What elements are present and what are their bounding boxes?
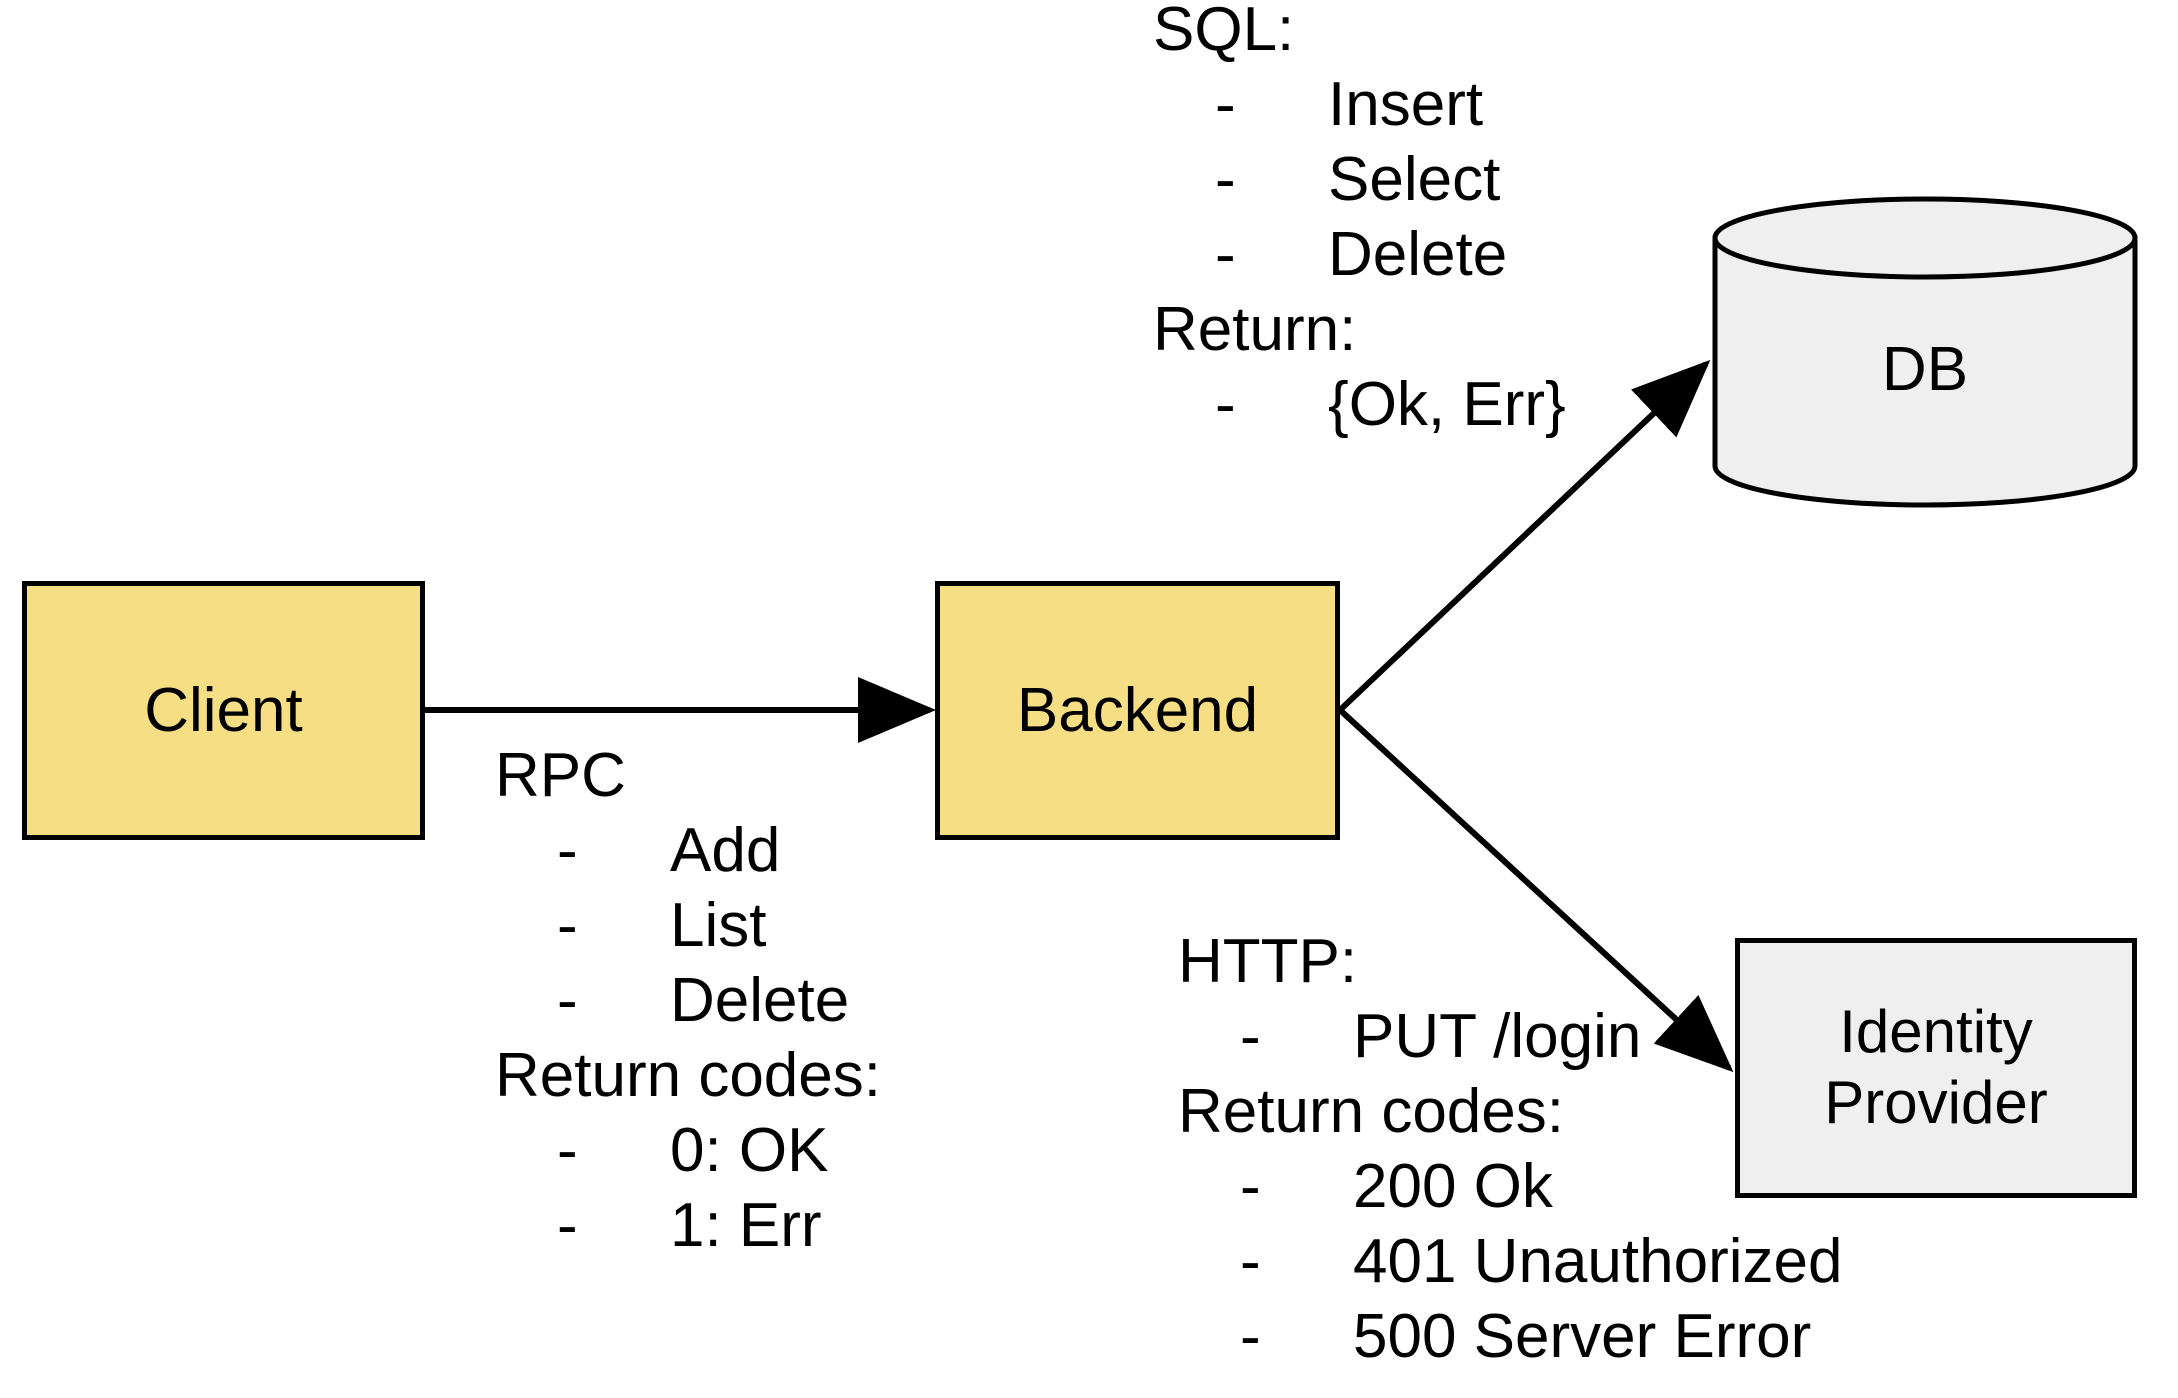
rpc-operation-item: - List (495, 888, 881, 963)
sql-return-label: {Ok, Err} (1328, 370, 1566, 439)
annotation-rpc: RPC - Add - List - Delete Return codes: … (495, 738, 881, 1263)
http-return-label: 200 Ok (1353, 1152, 1553, 1221)
bullet-dash: - (557, 1116, 578, 1185)
node-db[interactable]: DB (1712, 196, 2138, 508)
http-return-label: 500 Server Error (1353, 1302, 1812, 1371)
sql-return-header: Return: (1153, 295, 1357, 364)
rpc-operation-item: - Add (495, 813, 881, 888)
rpc-operation-label: Add (670, 816, 781, 885)
http-return-label: 401 Unauthorized (1353, 1227, 1843, 1296)
node-client[interactable]: Client (22, 581, 425, 840)
http-return-item: - 401 Unauthorized (1178, 1224, 1842, 1299)
bullet-dash: - (1240, 1227, 1261, 1296)
sql-operation-item: - Select (1153, 142, 1566, 217)
annotation-http: HTTP: - PUT /login Return codes: - 200 O… (1178, 924, 1842, 1374)
rpc-protocol-header: RPC (495, 741, 626, 810)
node-backend[interactable]: Backend (935, 581, 1340, 840)
bullet-dash: - (1240, 1002, 1261, 1071)
sql-operation-label: Select (1328, 145, 1501, 214)
bullet-dash: - (1215, 220, 1236, 289)
rpc-operation-item: - Delete (495, 963, 881, 1038)
rpc-operation-label: Delete (670, 966, 850, 1035)
sql-operation-item: - Insert (1153, 67, 1566, 142)
bullet-dash: - (1215, 145, 1236, 214)
sql-return-item: - {Ok, Err} (1153, 367, 1566, 442)
bullet-dash: - (557, 891, 578, 960)
http-operation-item: - PUT /login (1178, 999, 1842, 1074)
bullet-dash: - (1215, 370, 1236, 439)
sql-protocol-header: SQL: (1153, 0, 1295, 64)
bullet-dash: - (557, 1191, 578, 1260)
node-identity-provider[interactable]: Identity Provider (1735, 938, 2137, 1198)
rpc-return-label: 0: OK (670, 1116, 829, 1185)
rpc-operation-label: List (670, 891, 767, 960)
bullet-dash: - (557, 816, 578, 885)
rpc-return-header: Return codes: (495, 1041, 881, 1110)
rpc-return-label: 1: Err (670, 1191, 822, 1260)
bullet-dash: - (557, 966, 578, 1035)
sql-operation-label: Delete (1328, 220, 1508, 289)
node-db-label-wrap: DB (1712, 196, 2138, 508)
node-identity-provider-label-wrap: Identity Provider (1824, 997, 2047, 1139)
http-return-item: - 200 Ok (1178, 1149, 1842, 1224)
node-backend-label: Backend (1016, 675, 1259, 745)
node-client-label: Client (144, 675, 303, 745)
http-return-item: - 500 Server Error (1178, 1299, 1842, 1374)
annotation-sql: SQL: - Insert - Select - Delete Return: … (1153, 0, 1566, 442)
bullet-dash: - (1240, 1152, 1261, 1221)
node-db-label: DB (1881, 334, 1969, 404)
sql-operation-label: Insert (1328, 70, 1484, 139)
bullet-dash: - (1240, 1302, 1261, 1371)
node-identity-provider-label-line2: Provider (1824, 1069, 2048, 1136)
http-protocol-header: HTTP: (1178, 927, 1358, 996)
bullet-dash: - (1215, 70, 1236, 139)
rpc-return-item: - 1: Err (495, 1188, 881, 1263)
node-identity-provider-label-line1: Identity (1839, 998, 2033, 1066)
http-operation-label: PUT /login (1353, 1002, 1642, 1071)
sql-operation-item: - Delete (1153, 217, 1566, 292)
database-cylinder-icon (1712, 196, 2138, 508)
rpc-return-item: - 0: OK (495, 1113, 881, 1188)
http-return-header: Return codes: (1178, 1077, 1564, 1146)
